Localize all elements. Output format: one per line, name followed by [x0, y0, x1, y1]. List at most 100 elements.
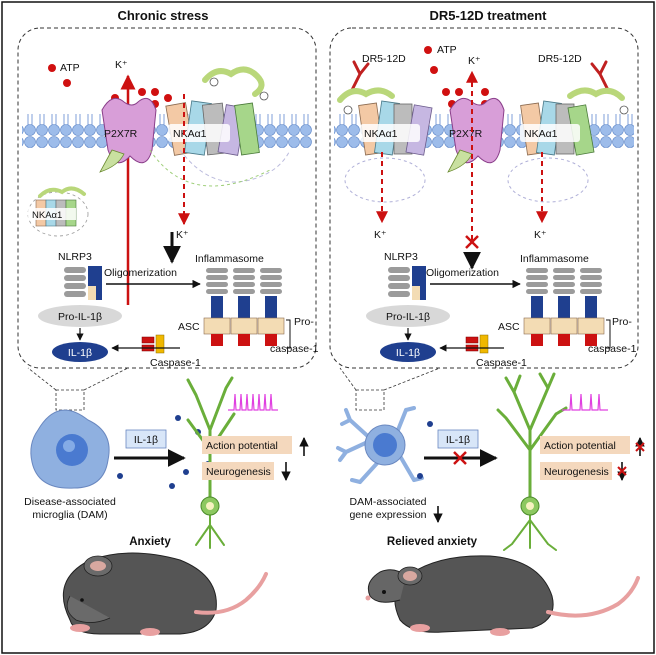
pro-il1b-label: Pro-IL-1β — [58, 311, 102, 323]
nka-complex-left — [358, 100, 433, 156]
neuron-nucleus — [526, 502, 534, 510]
microglia-label-2: microglia (DAM) — [32, 509, 107, 521]
atp-label-right: ATP — [437, 44, 457, 56]
nlrp3-protein — [388, 266, 426, 300]
pro-caspase-right-1: Pro- — [612, 316, 632, 328]
nlrp3-label: NLRP3 — [58, 251, 92, 263]
cell-membrane — [22, 114, 312, 148]
dam-label-1: DAM-associated — [349, 496, 426, 508]
il1b-box — [125, 429, 167, 449]
p2x7r-receptor — [101, 97, 157, 164]
nka-complex — [165, 100, 260, 156]
il1b-label-right: IL-1β — [396, 347, 420, 359]
nka-internalized-label: NKAα1 — [32, 210, 62, 221]
caspase1-piece — [479, 334, 489, 354]
il1b-box-right — [437, 429, 479, 449]
zoom-box — [55, 389, 85, 411]
p2x7r-label-right: P2X7R — [449, 128, 483, 140]
nlrp3-protein — [64, 266, 102, 300]
inflammasome-assembly — [203, 268, 291, 349]
il1b-shape — [52, 342, 108, 362]
dam-label-2: gene expression — [349, 509, 426, 521]
caspase1-piece — [155, 334, 165, 354]
il1b-box-label-right: IL-1β — [446, 434, 470, 446]
asc-label-right: ASC — [498, 321, 520, 333]
caspase1-label: Caspase-1 — [150, 357, 201, 369]
atp-dot — [63, 79, 71, 87]
nka-label: NKAα1 — [173, 128, 207, 140]
outcome-label: Anxiety — [129, 536, 171, 548]
k-plus-top-right: K⁺ — [468, 55, 481, 67]
neurogenesis-box — [202, 462, 274, 480]
il1b-shape — [380, 342, 436, 362]
neurogenesis-label: Neurogenesis — [206, 466, 271, 478]
action-potential-label-right: Action potential — [544, 440, 616, 452]
caspase1-piece — [141, 336, 155, 344]
neuron-healthy — [496, 372, 568, 551]
pro-caspase-label-1: Pro- — [294, 316, 314, 328]
oligomerization-label: Oligomerization — [104, 267, 177, 279]
relaxed-mouse — [365, 555, 640, 636]
atp-label: ATP — [60, 62, 80, 74]
inflammasome-label-right: Inflammasome — [520, 253, 589, 265]
dr5-right-label: DR5-12D — [538, 53, 582, 65]
neuron-nucleus — [206, 502, 214, 510]
left-callout-box — [17, 27, 317, 369]
block-mark — [635, 442, 645, 452]
p2x7r-receptor — [449, 97, 505, 164]
neurogenesis-label-right: Neurogenesis — [544, 466, 609, 478]
action-potential-label: Action potential — [206, 440, 278, 452]
internalized-nka — [27, 186, 89, 237]
right-panel-title: DR5-12D treatment — [429, 8, 547, 23]
k-plus-label-bottom: K⁺ — [176, 229, 189, 241]
zoom-box — [355, 389, 385, 411]
k-plus-left: K⁺ — [374, 229, 387, 241]
oligomerization-label-right: Oligomerization — [426, 267, 499, 279]
il1b-label: IL-1β — [68, 347, 92, 359]
il1b-box-label: IL-1β — [134, 434, 158, 446]
dr5-left-label: DR5-12D — [362, 53, 406, 65]
inflammasome-label: Inflammasome — [195, 253, 264, 265]
action-potential-box-right — [540, 436, 630, 454]
beta-subunit — [202, 66, 265, 97]
action-potential-trace — [228, 393, 278, 411]
p2x7r-tail — [99, 149, 125, 173]
right-panel: DR5-12D treatment ATP DR5-12D DR5-12D — [329, 8, 645, 636]
outcome-label-right: Relieved anxiety — [387, 536, 478, 548]
dr5-antibody-right — [590, 60, 610, 92]
nka-complex-right — [520, 100, 595, 156]
caspase1-label-right: Caspase-1 — [476, 357, 527, 369]
dr5-antibody-left — [350, 60, 370, 92]
pro-il1b-label-right: Pro-IL-1β — [386, 311, 430, 323]
atp-dot — [430, 66, 438, 74]
left-panel-title: Chronic stress — [117, 8, 208, 23]
action-potential-trace — [562, 393, 608, 411]
k-plus-right: K⁺ — [534, 229, 547, 241]
block-mark — [453, 451, 467, 465]
neurogenesis-box-right — [540, 462, 612, 480]
neuron — [186, 376, 236, 549]
cytokine-dots — [417, 421, 433, 479]
atp-dot — [48, 64, 56, 72]
microglia-label-1: Disease-associated — [24, 496, 116, 508]
left-panel: Chronic stress ATP K⁺ P2X7R NKAα1 — [17, 8, 319, 636]
inflammasome-assembly — [523, 268, 611, 349]
nka-right-label: NKAα1 — [524, 128, 558, 140]
pro-caspase-label-2: caspase-1 — [270, 343, 319, 355]
block-mark — [465, 235, 479, 249]
block-mark — [617, 466, 627, 476]
k-plus-label: K⁺ — [115, 59, 128, 71]
microglia-cell-resting — [336, 406, 424, 484]
p2x7r-label: P2X7R — [104, 128, 138, 140]
caspase1-piece — [465, 336, 479, 344]
action-potential-box — [202, 436, 292, 454]
nlrp3-label-right: NLRP3 — [384, 251, 418, 263]
nka-left-label: NKAα1 — [364, 128, 398, 140]
atp-dot — [424, 46, 432, 54]
pro-il1b-shape — [366, 305, 450, 327]
pro-caspase-right-2: caspase-1 — [588, 343, 637, 355]
pro-il1b-shape — [38, 305, 122, 327]
asc-label: ASC — [178, 321, 200, 333]
anxious-mouse — [62, 552, 268, 636]
